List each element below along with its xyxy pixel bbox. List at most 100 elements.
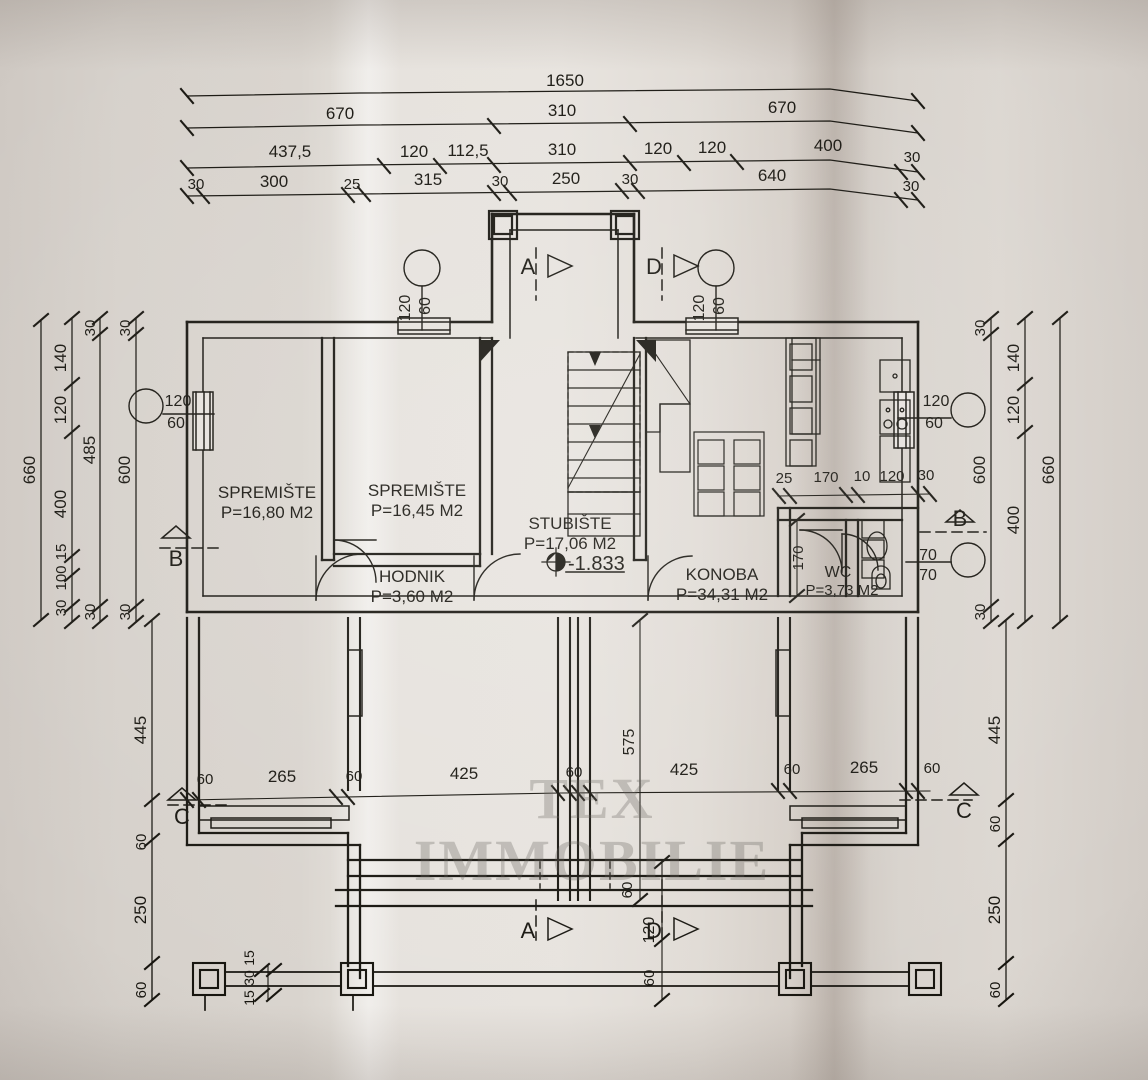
dim-right-250: 250 [985,896,1004,924]
dim-left-30-wall-top: 30 [117,320,134,337]
dim-top-30-a: 30 [188,176,205,193]
room-label-wc-area: P=3,73 M2 [806,582,879,599]
room-label-spremiste-1-area: P=16,80 M2 [221,503,313,522]
wc-shaft [861,519,885,579]
dim-left-250: 250 [131,896,150,924]
dim-top-437-5: 437,5 [269,142,312,161]
building-outer-walls [185,212,920,614]
dim-left-445: 445 [131,716,150,744]
bottom-right-dimension [653,854,671,1008]
door-hodnik-stubiste [333,539,377,583]
dim-terrace-265-b: 265 [850,758,878,777]
window-top-right [685,317,739,335]
left-dimension-chain-inner [91,310,109,630]
section-marker-A-bottom: A [521,918,536,943]
dim-right-400: 400 [1004,506,1023,534]
room-label-hodnik-name: HODNIK [379,567,446,586]
dim-top-315: 315 [414,170,442,189]
dim-pillar-15-a: 15 [241,990,257,1006]
dim-pillar-15-b: 15 [241,950,257,966]
right-dimension-chain-mid [1016,310,1034,630]
dim-left-15: 15 [53,544,70,561]
dim-left-30-inner-bottom: 30 [82,604,99,621]
room-label-stubiste-area: P=17,06 M2 [524,534,616,553]
dim-right-60-a: 60 [987,816,1004,833]
dim-top-1650: 1650 [546,71,584,90]
dim-bottom-120: 120 [641,917,658,944]
dim-right-30-bottom: 30 [972,604,989,621]
opening-balloon-left [128,388,215,424]
dim-terrace-60-d: 60 [784,761,801,778]
dim-top-400: 400 [814,136,842,155]
dim-top-30-d: 30 [903,178,920,195]
dim-terrace-60-b: 60 [346,768,363,785]
dim-left-600: 600 [115,456,134,484]
dim-top-120-c: 120 [698,138,726,157]
window-top-left [397,317,451,335]
dining-table-and-chairs [693,431,765,517]
building-inner-wall-face [202,229,903,597]
dim-bottom-60: 60 [641,970,658,987]
stair-span-dimension [631,612,649,908]
room-label-stubiste-name: STUBIŠTE [528,514,611,533]
dim-terrace-60-e: 60 [924,760,941,777]
room-label-konoba-name: KONOBA [686,565,759,584]
dim-left-120: 120 [51,396,70,424]
dim-terrace-60-a: 60 [197,771,214,788]
opening-right-height: 60 [925,415,943,432]
terrace-rail-bottom [334,858,814,908]
section-marker-A-top: A [521,254,536,279]
dim-kitchen-170: 170 [813,469,838,486]
opening-balloon-right [897,392,986,428]
dim-left-60-b: 60 [133,982,150,999]
konoba-side-cabinet [659,403,691,473]
dim-left-140: 140 [51,344,70,372]
terrace-left-niche [198,649,363,829]
dim-top-310-mid: 310 [548,101,576,120]
section-marker-D-top: D [646,254,662,279]
dim-top-120-b: 120 [644,139,672,158]
top-dimension-chain-2 [179,115,926,142]
dim-left-30-bottom: 30 [53,600,70,617]
dim-bottom-60-left: 60 [619,882,636,899]
bottom-terrace-dimension-chain [179,782,931,809]
wc-niche [791,337,821,435]
terrace-bottom-beams [204,971,910,1011]
terrace-outline [185,616,362,980]
dim-pillar-30: 30 [241,970,257,986]
section-marker-B-left: B [169,546,184,571]
opening-top-left-height: 60 [417,297,434,315]
top-dimension-chain-4 [179,182,926,209]
opening-left-height: 60 [167,415,185,432]
dim-top-30-c: 30 [622,171,639,188]
terrace-right-outline [788,616,920,980]
stair-direction-arrows [589,352,601,439]
dim-top-30-right: 30 [904,149,921,166]
dim-left-660: 660 [20,456,39,484]
wall-corner-hatch [480,340,656,362]
opening-top-right-width: 120 [691,295,708,322]
terrace-center-marks [539,861,611,889]
dim-terrace-425-a: 425 [450,764,478,783]
section-line-B [159,531,987,549]
dim-right-140: 140 [1004,344,1023,372]
opening-top-right-height: 60 [711,297,728,315]
pillar-dimension [253,962,283,1003]
left-dimension-chain-mid [63,310,81,630]
dim-top-120-a: 120 [400,142,428,161]
dim-wc-170: 170 [790,545,807,570]
door-spremiste-2 [473,553,521,601]
dim-left-30-top: 30 [82,320,99,337]
dim-top-30-b: 30 [492,173,509,190]
room-label-spremiste-2-area: P=16,45 M2 [371,501,463,520]
room-label-hodnik-area: P=3,60 M2 [371,587,454,606]
opening-left-width: 120 [165,393,192,410]
section-marker-D-bottom: D [646,918,662,943]
opening-right-width: 120 [923,393,950,410]
right-dimension-chain-outer [1051,310,1069,630]
opening-wc-width: 70 [919,547,937,564]
dim-left-60-a: 60 [133,834,150,851]
